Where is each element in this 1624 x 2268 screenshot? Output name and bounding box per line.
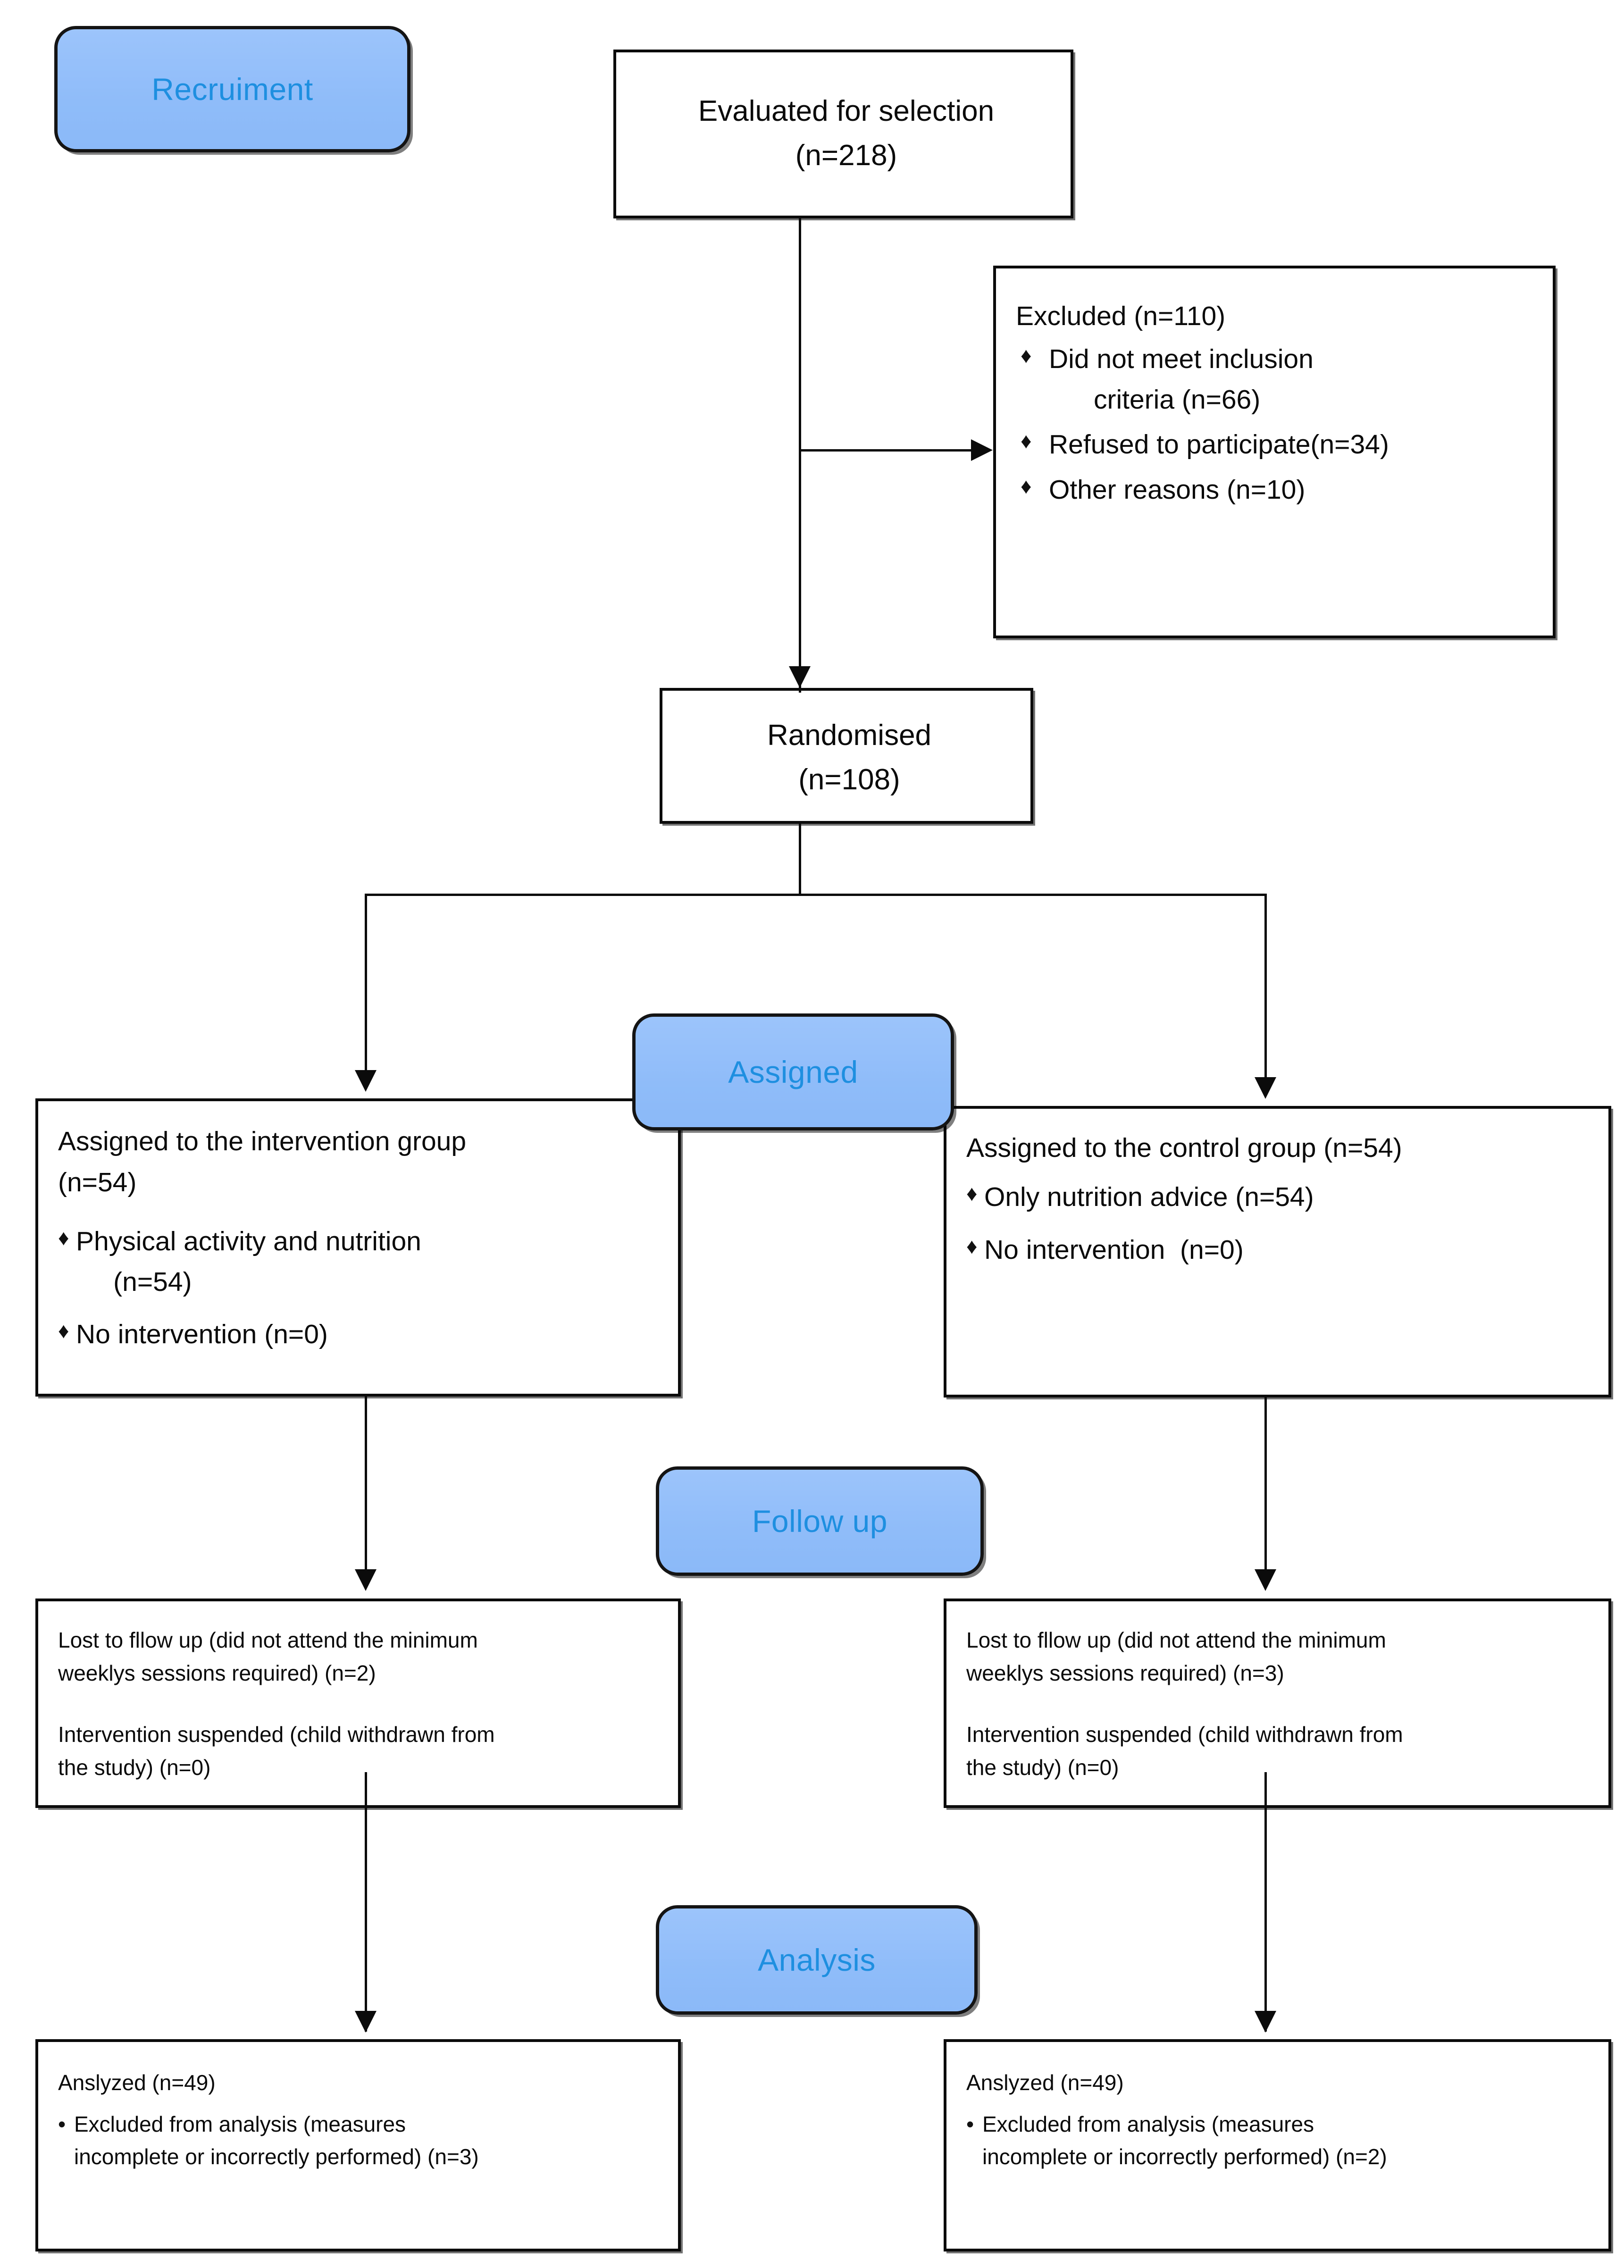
randomised-line1: Randomised — [767, 719, 932, 752]
intervention-heading: Assigned to the intervention group (n=54… — [58, 1126, 467, 1197]
arrow-to-excluded — [971, 439, 993, 461]
dot-bullet-icon: • — [966, 2112, 974, 2136]
diamond-bullet-icon: ♦ — [58, 1318, 69, 1343]
followup-right-para2: Intervention suspended (child withdrawn … — [966, 1722, 1403, 1780]
analysis-left-item-text: Excluded from analysis (measures incompl… — [74, 2112, 479, 2169]
diamond-bullet-icon: ♦ — [1021, 343, 1032, 368]
control-bullet-list: ♦ Only nutrition advice (n=54) ♦ No inte… — [966, 1177, 1599, 1270]
list-item: ♦ Only nutrition advice (n=54) — [966, 1177, 1599, 1218]
connector-followup-right-to-analysis — [1264, 1772, 1267, 2032]
connector-control-to-followup — [1264, 1397, 1267, 1575]
list-item: ♦ Other reasons (n=10) — [1021, 470, 1544, 511]
node-followup-intervention: Lost to fllow up (did not attend the min… — [35, 1598, 681, 1808]
stage-badge-assigned-label: Assigned — [728, 1054, 858, 1089]
excluded-heading: Excluded (n=110) — [1016, 301, 1226, 331]
connector-split-bar — [366, 894, 1267, 896]
connector-intervention-to-followup — [365, 1396, 367, 1575]
connector-split-right — [1264, 894, 1267, 1085]
list-item: • Excluded from analysis (measures incom… — [58, 2108, 671, 2173]
stage-badge-analysis: Analysis — [656, 1905, 978, 2015]
diamond-bullet-icon: ♦ — [1021, 428, 1032, 453]
followup-left-para1: Lost to fllow up (did not attend the min… — [58, 1628, 478, 1685]
diamond-bullet-icon: ♦ — [966, 1233, 978, 1258]
intervention-item-text: Physical activity and nutrition (n=54) — [76, 1226, 421, 1297]
stage-badge-analysis-label: Analysis — [758, 1942, 876, 1977]
followup-right-para1: Lost to fllow up (did not attend the min… — [966, 1628, 1386, 1685]
followup-left-para2: Intervention suspended (child withdrawn … — [58, 1722, 495, 1780]
node-evaluated-for-selection: Evaluated for selection (n=218) — [613, 50, 1073, 218]
stage-badge-assigned: Assigned — [632, 1013, 954, 1130]
intervention-item-text: No intervention (n=0) — [76, 1319, 328, 1349]
node-followup-control: Lost to fllow up (did not attend the min… — [944, 1598, 1611, 1808]
arrow-intervention-to-followup — [355, 1569, 377, 1591]
stage-badge-followup: Follow up — [656, 1466, 984, 1576]
stage-badge-recruitment: Recruiment — [54, 26, 410, 152]
node-analysis-control: Anslyzed (n=49) • Excluded from analysis… — [944, 2039, 1611, 2251]
diamond-bullet-icon: ♦ — [1021, 473, 1032, 498]
control-heading: Assigned to the control group (n=54) — [966, 1133, 1402, 1163]
stage-badge-followup-label: Follow up — [752, 1504, 887, 1539]
analysis-left-heading: Anslyzed (n=49) — [58, 2070, 216, 2095]
stage-badge-recruitment-label: Recruiment — [151, 72, 313, 107]
list-item: ♦ No intervention (n=0) — [966, 1230, 1599, 1271]
node-randomised: Randomised (n=108) — [660, 688, 1033, 824]
node-excluded: Excluded (n=110) ♦ Did not meet inclusio… — [993, 266, 1556, 638]
control-item-text: No intervention (n=0) — [984, 1234, 1244, 1265]
connector-split-left — [365, 894, 367, 1078]
excluded-item-text: Other reasons (n=10) — [1049, 474, 1306, 505]
arrow-evaluated-to-randomised — [789, 666, 811, 688]
list-item: ♦ Physical activity and nutrition (n=54) — [58, 1222, 667, 1302]
arrow-to-control-group — [1255, 1077, 1276, 1099]
connector-to-excluded — [799, 449, 976, 452]
excluded-item-text: Did not meet inclusion criteria (n=66) — [1049, 344, 1314, 415]
arrow-followup-left-to-analysis — [355, 2011, 377, 2033]
connector-randomised-stem — [799, 824, 801, 895]
node-control-group: Assigned to the control group (n=54) ♦ O… — [944, 1106, 1611, 1398]
dot-bullet-icon: • — [58, 2112, 66, 2136]
excluded-item-text: Refused to participate(n=34) — [1049, 429, 1389, 460]
intervention-bullet-list: ♦ Physical activity and nutrition (n=54)… — [58, 1222, 667, 1355]
arrow-followup-right-to-analysis — [1255, 2011, 1276, 2033]
diamond-bullet-icon: ♦ — [966, 1181, 978, 1205]
analysis-right-item-text: Excluded from analysis (measures incompl… — [982, 2112, 1387, 2169]
diamond-bullet-icon: ♦ — [58, 1225, 69, 1250]
arrow-control-to-followup — [1255, 1569, 1276, 1591]
list-item: ♦ No intervention (n=0) — [58, 1314, 667, 1355]
connector-evaluated-to-randomised — [799, 218, 801, 693]
control-item-text: Only nutrition advice (n=54) — [984, 1182, 1314, 1212]
arrow-to-intervention-group — [355, 1070, 377, 1092]
analysis-right-heading: Anslyzed (n=49) — [966, 2070, 1124, 2095]
list-item: ♦ Did not meet inclusion criteria (n=66) — [1021, 339, 1544, 420]
connector-followup-left-to-analysis — [365, 1772, 367, 2032]
randomised-line2: (n=108) — [798, 763, 900, 796]
evaluated-line1: Evaluated for selection — [698, 95, 995, 127]
evaluated-line2: (n=218) — [795, 139, 897, 172]
node-intervention-group: Assigned to the intervention group (n=54… — [35, 1098, 681, 1397]
list-item: ♦ Refused to participate(n=34) — [1021, 425, 1544, 465]
list-item: • Excluded from analysis (measures incom… — [966, 2108, 1603, 2173]
excluded-bullet-list: ♦ Did not meet inclusion criteria (n=66)… — [1021, 339, 1544, 510]
node-analysis-intervention: Anslyzed (n=49) • Excluded from analysis… — [35, 2039, 681, 2251]
